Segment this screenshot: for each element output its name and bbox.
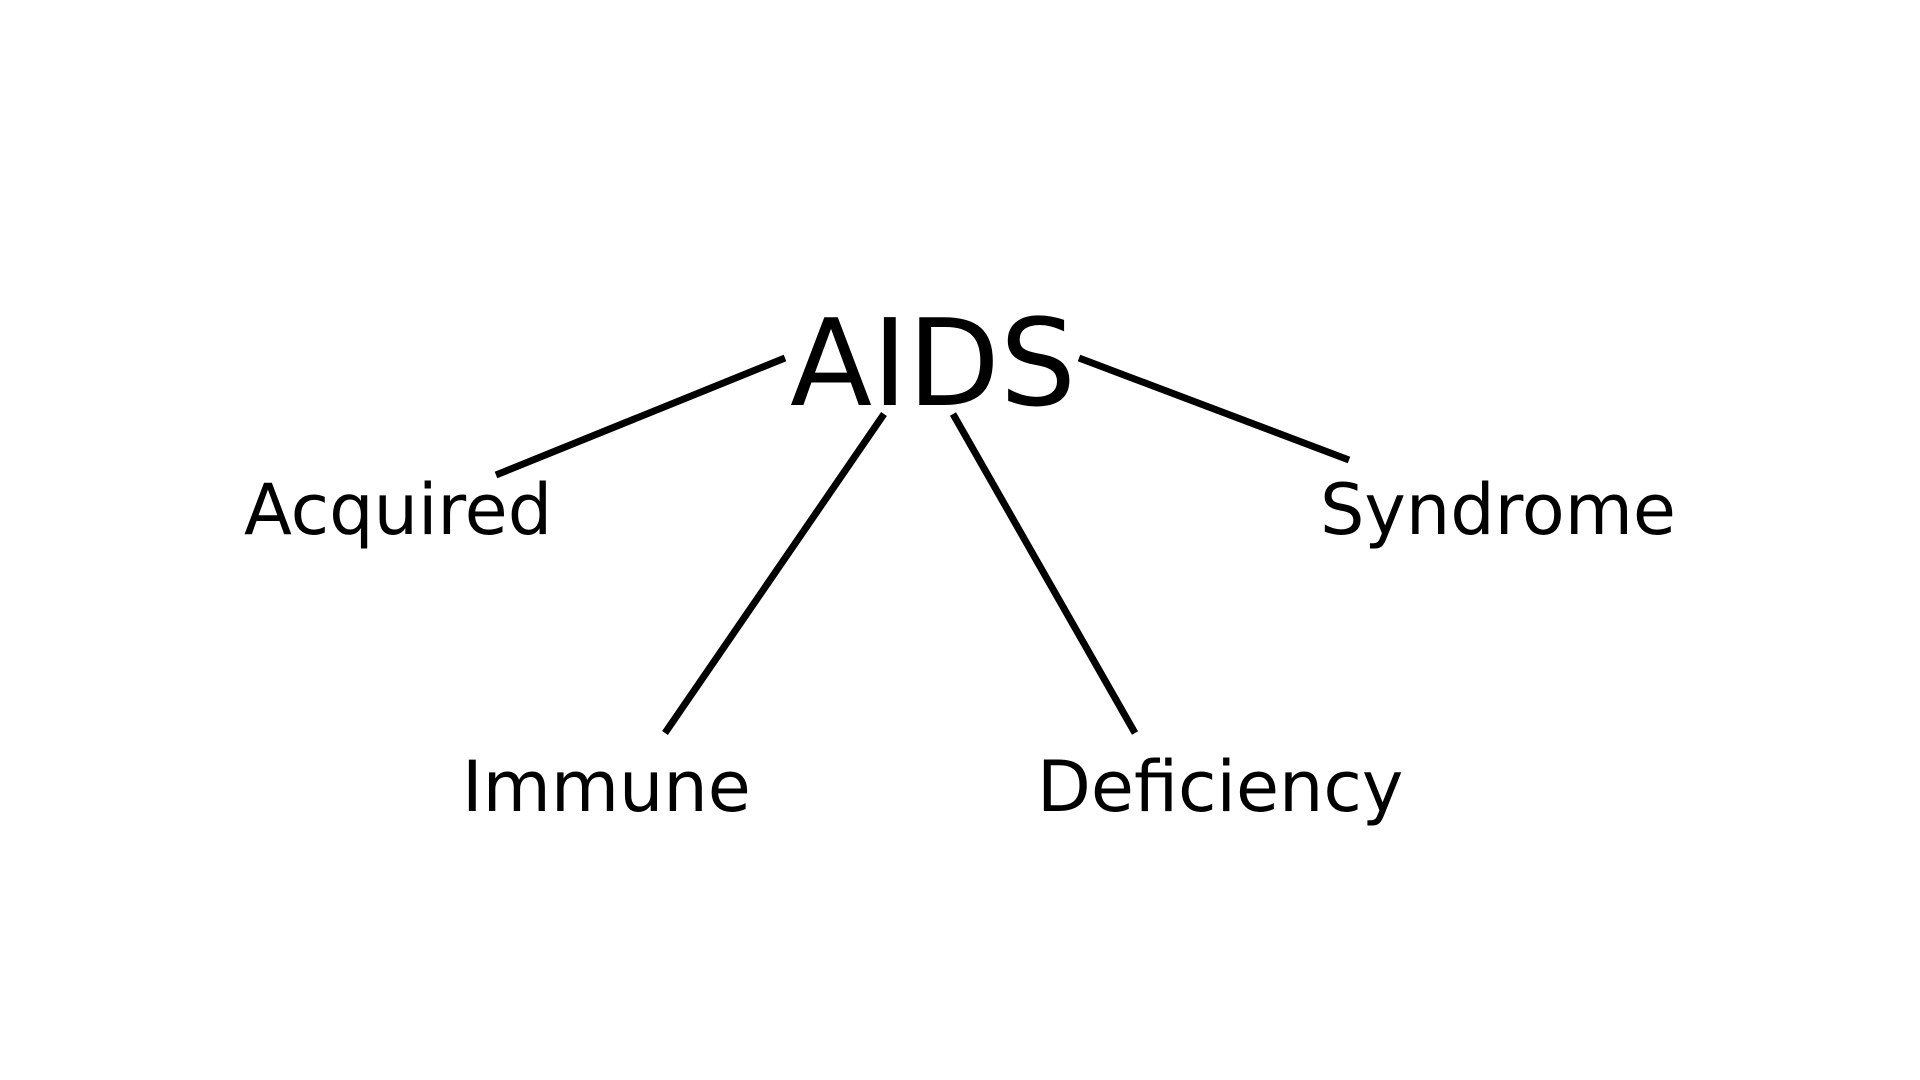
connector-deficiency [949, 412, 1139, 735]
connector-acquired [494, 354, 787, 479]
branch-acquired: Acquired [244, 469, 553, 551]
root-term: AIDS [790, 295, 1077, 434]
branch-immune: Immune [462, 746, 751, 828]
connector-immune [662, 412, 887, 735]
branch-syndrome: Syndrome [1320, 469, 1676, 551]
branch-deficiency: Deficiency [1037, 746, 1404, 828]
connector-syndrome [1077, 354, 1351, 464]
